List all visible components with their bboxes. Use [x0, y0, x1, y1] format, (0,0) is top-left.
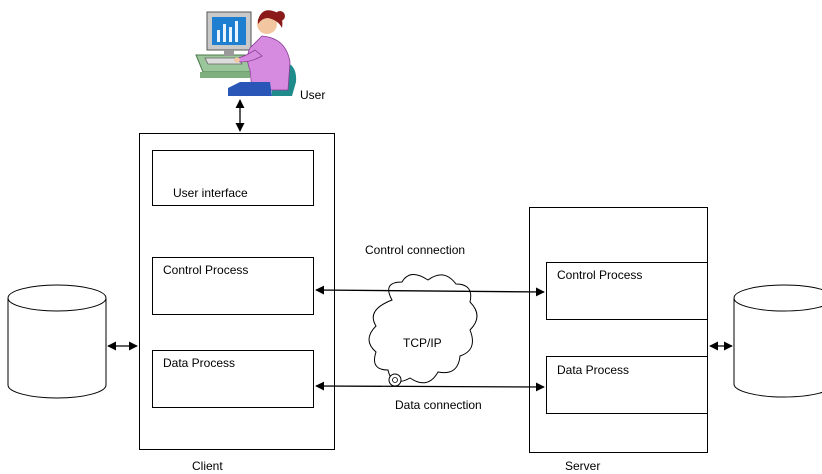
control-connection-label: Control connection — [365, 243, 466, 257]
data-connection-label: Data connection — [395, 398, 482, 412]
data-connection-arrow — [315, 381, 545, 392]
client-control-label: Control Process — [163, 263, 249, 277]
server-control-label: Control Process — [557, 268, 643, 282]
server-box — [529, 207, 708, 453]
client-control-module — [152, 257, 314, 315]
client-label: Client — [192, 459, 223, 473]
server-control-module — [546, 262, 708, 320]
server-data-module — [546, 356, 708, 414]
client-data-label: Data Process — [163, 356, 236, 370]
server-database-icon — [733, 284, 822, 398]
cloud-puff-small — [392, 377, 398, 383]
client-data-module — [152, 350, 314, 408]
tcpip-label: TCP/IP — [403, 336, 442, 350]
user-icon — [195, 10, 297, 96]
tcpip-cloud — [368, 274, 478, 384]
control-connection-arrow — [315, 285, 545, 297]
client-ui-label: User interface — [173, 186, 248, 200]
user-label: User — [300, 88, 326, 102]
client-ui-module — [152, 150, 314, 206]
server-label: Server — [565, 459, 601, 473]
server-data-label: Data Process — [557, 363, 630, 377]
client-database-icon — [7, 284, 107, 399]
